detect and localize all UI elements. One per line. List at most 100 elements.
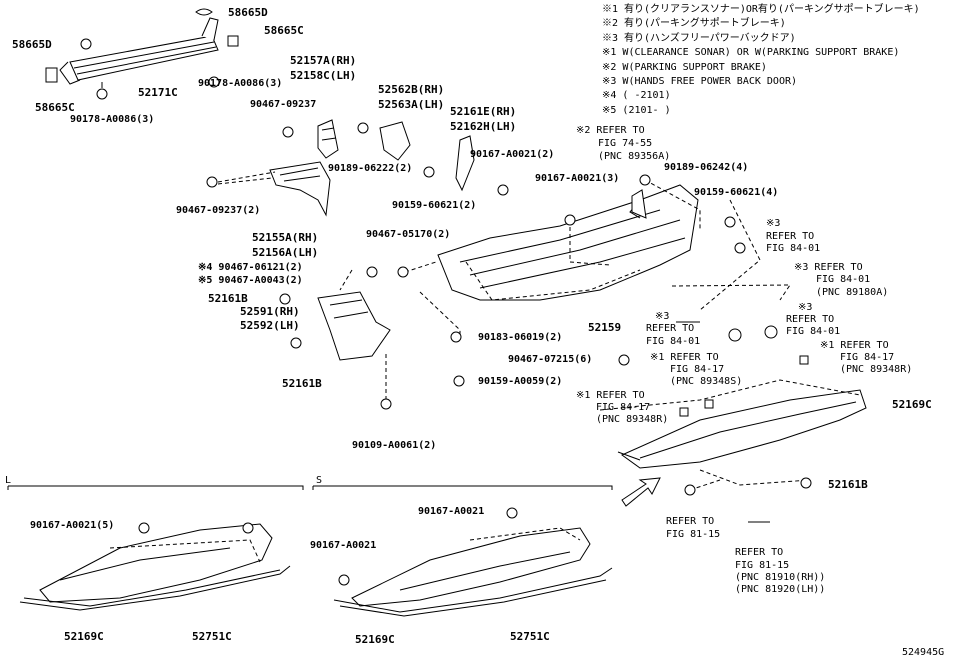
legend-line: ※2 W(PARKING SUPPORT BRAKE) — [602, 61, 767, 73]
section-l-bracket-line — [7, 485, 304, 490]
part-label: ※5 90467-A0043(2) — [198, 275, 303, 286]
part-label: 90167-A0021(2) — [470, 149, 555, 160]
part-label: 52592(LH) — [240, 319, 300, 332]
part-label: 90178-A0086(3) — [70, 114, 155, 125]
section-label-l: L — [5, 475, 12, 486]
part-label: 52161B — [828, 478, 868, 491]
legend-line: ※1 W(CLEARANCE SONAR) OR W(PARKING SUPPO… — [602, 47, 900, 59]
legend-line: ※3 W(HANDS FREE POWER BACK DOOR) — [602, 76, 798, 88]
part-label: 52162H(LH) — [450, 120, 517, 133]
bracket-52562b-part — [357, 121, 435, 178]
part-label: 52161B — [282, 377, 322, 390]
part-label: 52156A(LH) — [252, 246, 319, 259]
part-label: 52751C — [510, 630, 550, 643]
bracket-52155a-part — [206, 161, 331, 217]
legend-line: ※3 有り(ハンズフリーパワーバックドア) — [602, 32, 796, 44]
legend-line: ※4 ( -2101) — [602, 90, 671, 102]
ref-note: REFER TO — [646, 323, 695, 334]
legend-line: ※2 有り(パーキングサポートブレーキ) — [602, 18, 786, 30]
part-label: 90167-A0021 — [310, 540, 377, 551]
ref-note: (PNC 89348R) — [840, 364, 913, 375]
part-label: 52157A(RH) — [290, 54, 357, 67]
part-label: ※4 90467-06121(2) — [198, 262, 303, 273]
bumper-cover-52159-part — [437, 184, 699, 301]
part-label: 52155A(RH) — [252, 231, 319, 244]
ref-note: ※1 REFER TO — [820, 340, 889, 351]
part-label: 90167-A0021(3) — [535, 173, 620, 184]
part-label: 52169C — [892, 398, 932, 411]
ref-note: REFER TO — [735, 547, 784, 558]
part-label: 90467-09237(2) — [176, 205, 261, 216]
part-label: 90159-60621(4) — [694, 187, 779, 198]
part-label: 90467-05170(2) — [366, 229, 451, 240]
ref-note: FIG 84-01 — [816, 274, 871, 285]
part-label: 52169C — [64, 630, 104, 643]
bracket-52157a-part — [282, 119, 339, 159]
ref-note: FIG 81-15 — [666, 529, 721, 540]
part-label: 90183-06019(2) — [478, 332, 563, 343]
part-label: 52158C(LH) — [290, 69, 357, 82]
part-label: 90159-60621(2) — [392, 200, 477, 211]
section-s-bracket-line — [312, 485, 613, 490]
part-label: 52169C — [355, 633, 395, 646]
part-label: 52751C — [192, 630, 232, 643]
ref-note: FIG 84-01 — [786, 326, 841, 337]
part-label: 52562B(RH) — [378, 83, 445, 96]
ref-note: FIG 84-17 — [840, 352, 895, 363]
bracket-52591-part — [279, 291, 391, 361]
ref-note: FIG 74-55 — [598, 138, 653, 149]
part-label: 90189-06222(2) — [328, 163, 413, 174]
legend-line: ※1 有り(クリアランスソナー)OR有り(パーキングサポートブレーキ) — [602, 4, 920, 15]
ref-note: (PNC 89180A) — [816, 287, 889, 298]
ref-note: FIG 84-17 — [596, 402, 651, 413]
ref-note: (PNC 89348S) — [670, 376, 743, 387]
cover-52161e-part — [455, 135, 475, 192]
part-label: 90167-A0021(5) — [30, 520, 115, 531]
ref-note: ※3 — [766, 218, 781, 229]
section-label-s: S — [316, 475, 323, 486]
section-l-bumper-part — [19, 522, 291, 611]
part-label: 58665C — [35, 101, 75, 114]
part-label: 58665C — [264, 24, 304, 37]
direction-arrow — [621, 477, 661, 507]
ref-note: (PNC 89356A) — [598, 151, 671, 162]
part-label: 90467-09237 — [250, 99, 317, 110]
part-label: 58665D — [12, 38, 52, 51]
part-label: 90189-06242(4) — [664, 162, 749, 173]
part-label: 90159-A0059(2) — [478, 376, 563, 387]
legend-line: ※5 (2101- ) — [602, 104, 671, 116]
legend: ※1 有り(クリアランスソナー)OR有り(パーキングサポートブレーキ) ※2 有… — [602, 3, 920, 118]
ref-note: FIG 81-15 — [735, 560, 790, 571]
diagram-id: 524945G — [902, 647, 945, 658]
ref-note: (PNC 81910(RH)) — [735, 572, 826, 583]
part-label: 52159 — [588, 321, 622, 334]
part-label: 90467-07215(6) — [508, 354, 593, 365]
fastener-symbols — [366, 174, 812, 523]
ref-note: ※3 — [655, 311, 670, 322]
ref-note: (PNC 81920(LH)) — [735, 584, 826, 595]
leader-lines — [109, 179, 861, 563]
ref-note: FIG 84-17 — [670, 364, 725, 375]
part-label: 52563A(LH) — [378, 98, 445, 111]
ref-note: (PNC 89348R) — [596, 414, 669, 425]
ref-note: REFER TO — [666, 516, 715, 527]
ref-note: ※1 REFER TO — [650, 352, 719, 363]
lower-bumper-52169c-part — [617, 389, 867, 469]
ref-note: ※3 — [798, 302, 813, 313]
ref-note: REFER TO — [786, 314, 835, 325]
part-label: 90109-A0061(2) — [352, 440, 437, 451]
ref-note: ※1 REFER TO — [576, 390, 645, 401]
reinforcement-bar-part — [45, 8, 239, 100]
ref-note: REFER TO — [766, 231, 815, 242]
ref-note: ※3 REFER TO — [794, 262, 863, 273]
part-label: 52161B — [208, 292, 248, 305]
ref-note: ※2 REFER TO — [576, 125, 645, 136]
part-label: 58665D — [228, 6, 268, 19]
ref-note: FIG 84-01 — [766, 243, 821, 254]
ref-note: FIG 84-01 — [646, 336, 701, 347]
part-label: 90167-A0021 — [418, 506, 485, 517]
section-s-bumper-part — [333, 507, 613, 617]
part-label: 52171C — [138, 86, 178, 99]
part-label: 90178-A0086(3) — [198, 78, 283, 89]
